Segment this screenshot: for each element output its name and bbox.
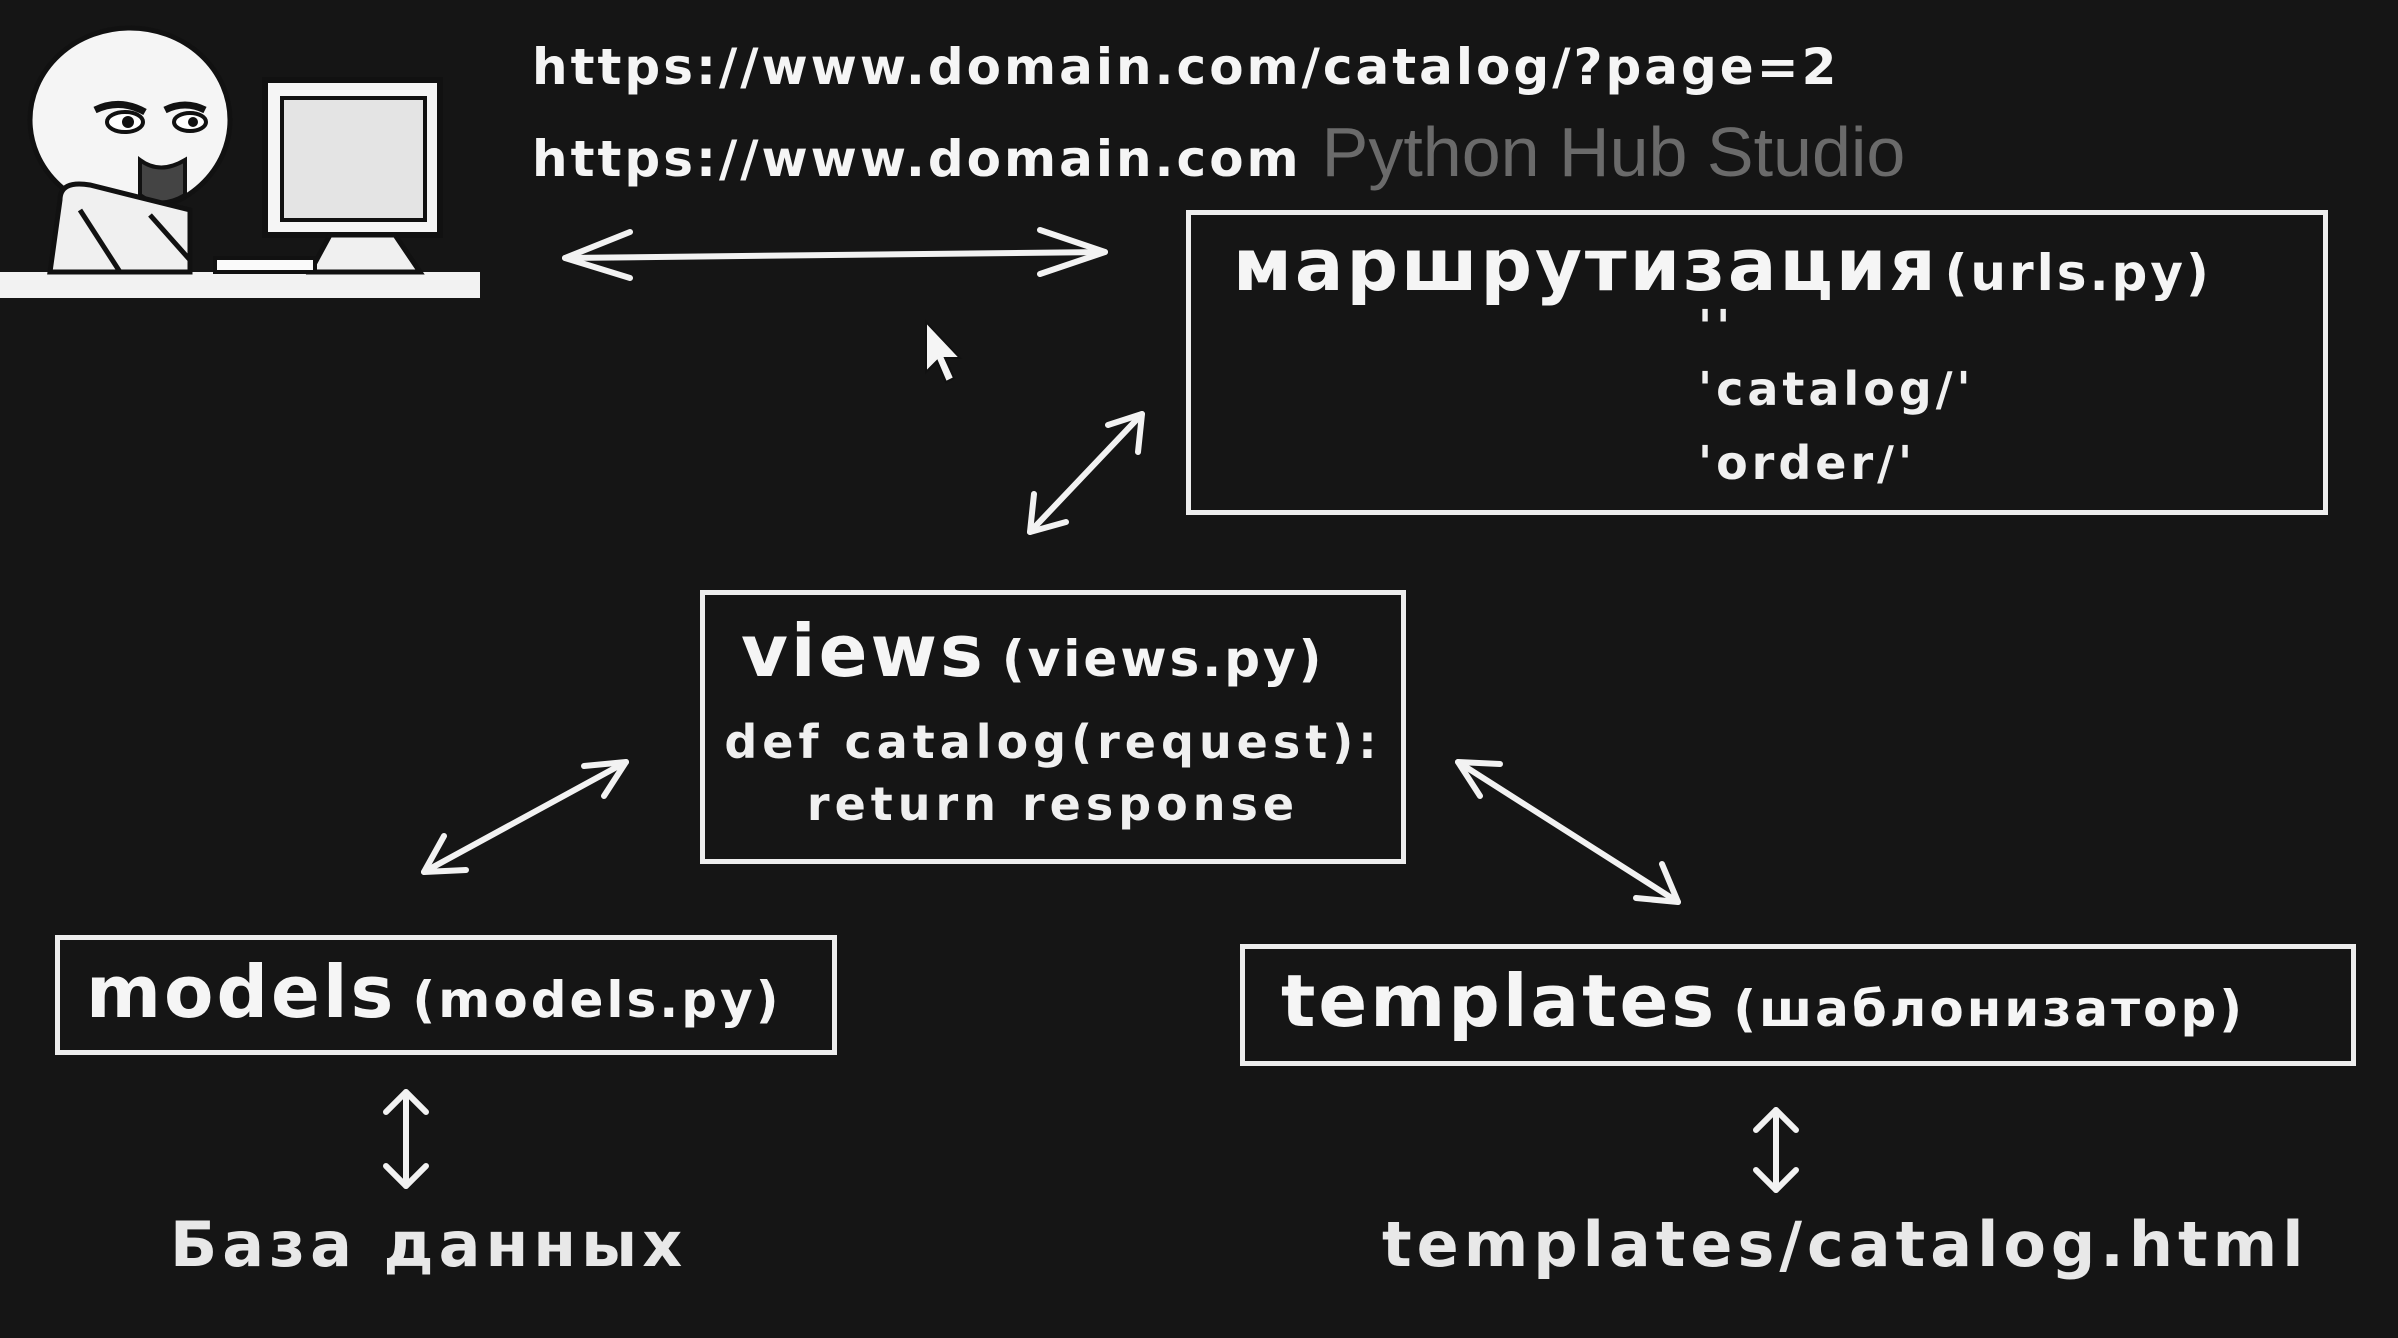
routing-box: маршрутизация(urls.py)	[1186, 210, 2328, 515]
route-pattern-order: 'order/'	[1698, 436, 1917, 490]
route-pattern-empty: ''	[1698, 300, 1735, 354]
views-file: (views.py)	[1001, 630, 1325, 688]
models-file: (models.py)	[412, 971, 782, 1029]
models-title: models (models.py)	[86, 950, 782, 1034]
views-box: views (views.py) def catalog(request): re…	[700, 590, 1406, 864]
views-code-def: def catalog(request):	[724, 715, 1382, 769]
arrow-templates-file	[1753, 1107, 1799, 1193]
arrow-views-models	[421, 759, 629, 875]
templates-title: templates (шаблонизатор)	[1281, 959, 2245, 1043]
arrow-user-routing	[562, 227, 1108, 281]
template-file-path: templates/catalog.html	[1382, 1208, 2309, 1281]
routing-file: (urls.py)	[1944, 244, 2212, 302]
arrow-views-templates	[1455, 759, 1681, 905]
route-pattern-catalog: 'catalog/'	[1698, 362, 1975, 416]
templates-title-text: templates	[1281, 959, 1718, 1043]
user-at-computer-illustration	[0, 25, 480, 298]
mouse-cursor-icon	[925, 319, 963, 384]
database-label: База данных	[170, 1208, 688, 1281]
models-title-text: models	[86, 950, 397, 1034]
views-title: views (views.py)	[741, 609, 1325, 693]
arrow-models-database	[383, 1089, 429, 1189]
models-box: models (models.py)	[55, 935, 837, 1055]
url-catalog-page: https://www.domain.com/catalog/?page=2	[532, 38, 1840, 96]
templates-box: templates (шаблонизатор)	[1240, 944, 2356, 1066]
templates-file: (шаблонизатор)	[1733, 980, 2246, 1038]
watermark: Python Hub Studio	[1321, 113, 1906, 191]
views-code-return: return response	[806, 777, 1300, 831]
arrow-routing-views	[1027, 411, 1145, 535]
url-root: https://www.domain.com	[532, 130, 1302, 188]
views-title-text: views	[741, 609, 986, 693]
url-root-line: https://www.domain.com Python Hub Studio	[532, 112, 1905, 192]
routing-title: маршрутизация(urls.py)	[1233, 223, 2212, 307]
routing-title-text: маршрутизация	[1233, 223, 1939, 307]
